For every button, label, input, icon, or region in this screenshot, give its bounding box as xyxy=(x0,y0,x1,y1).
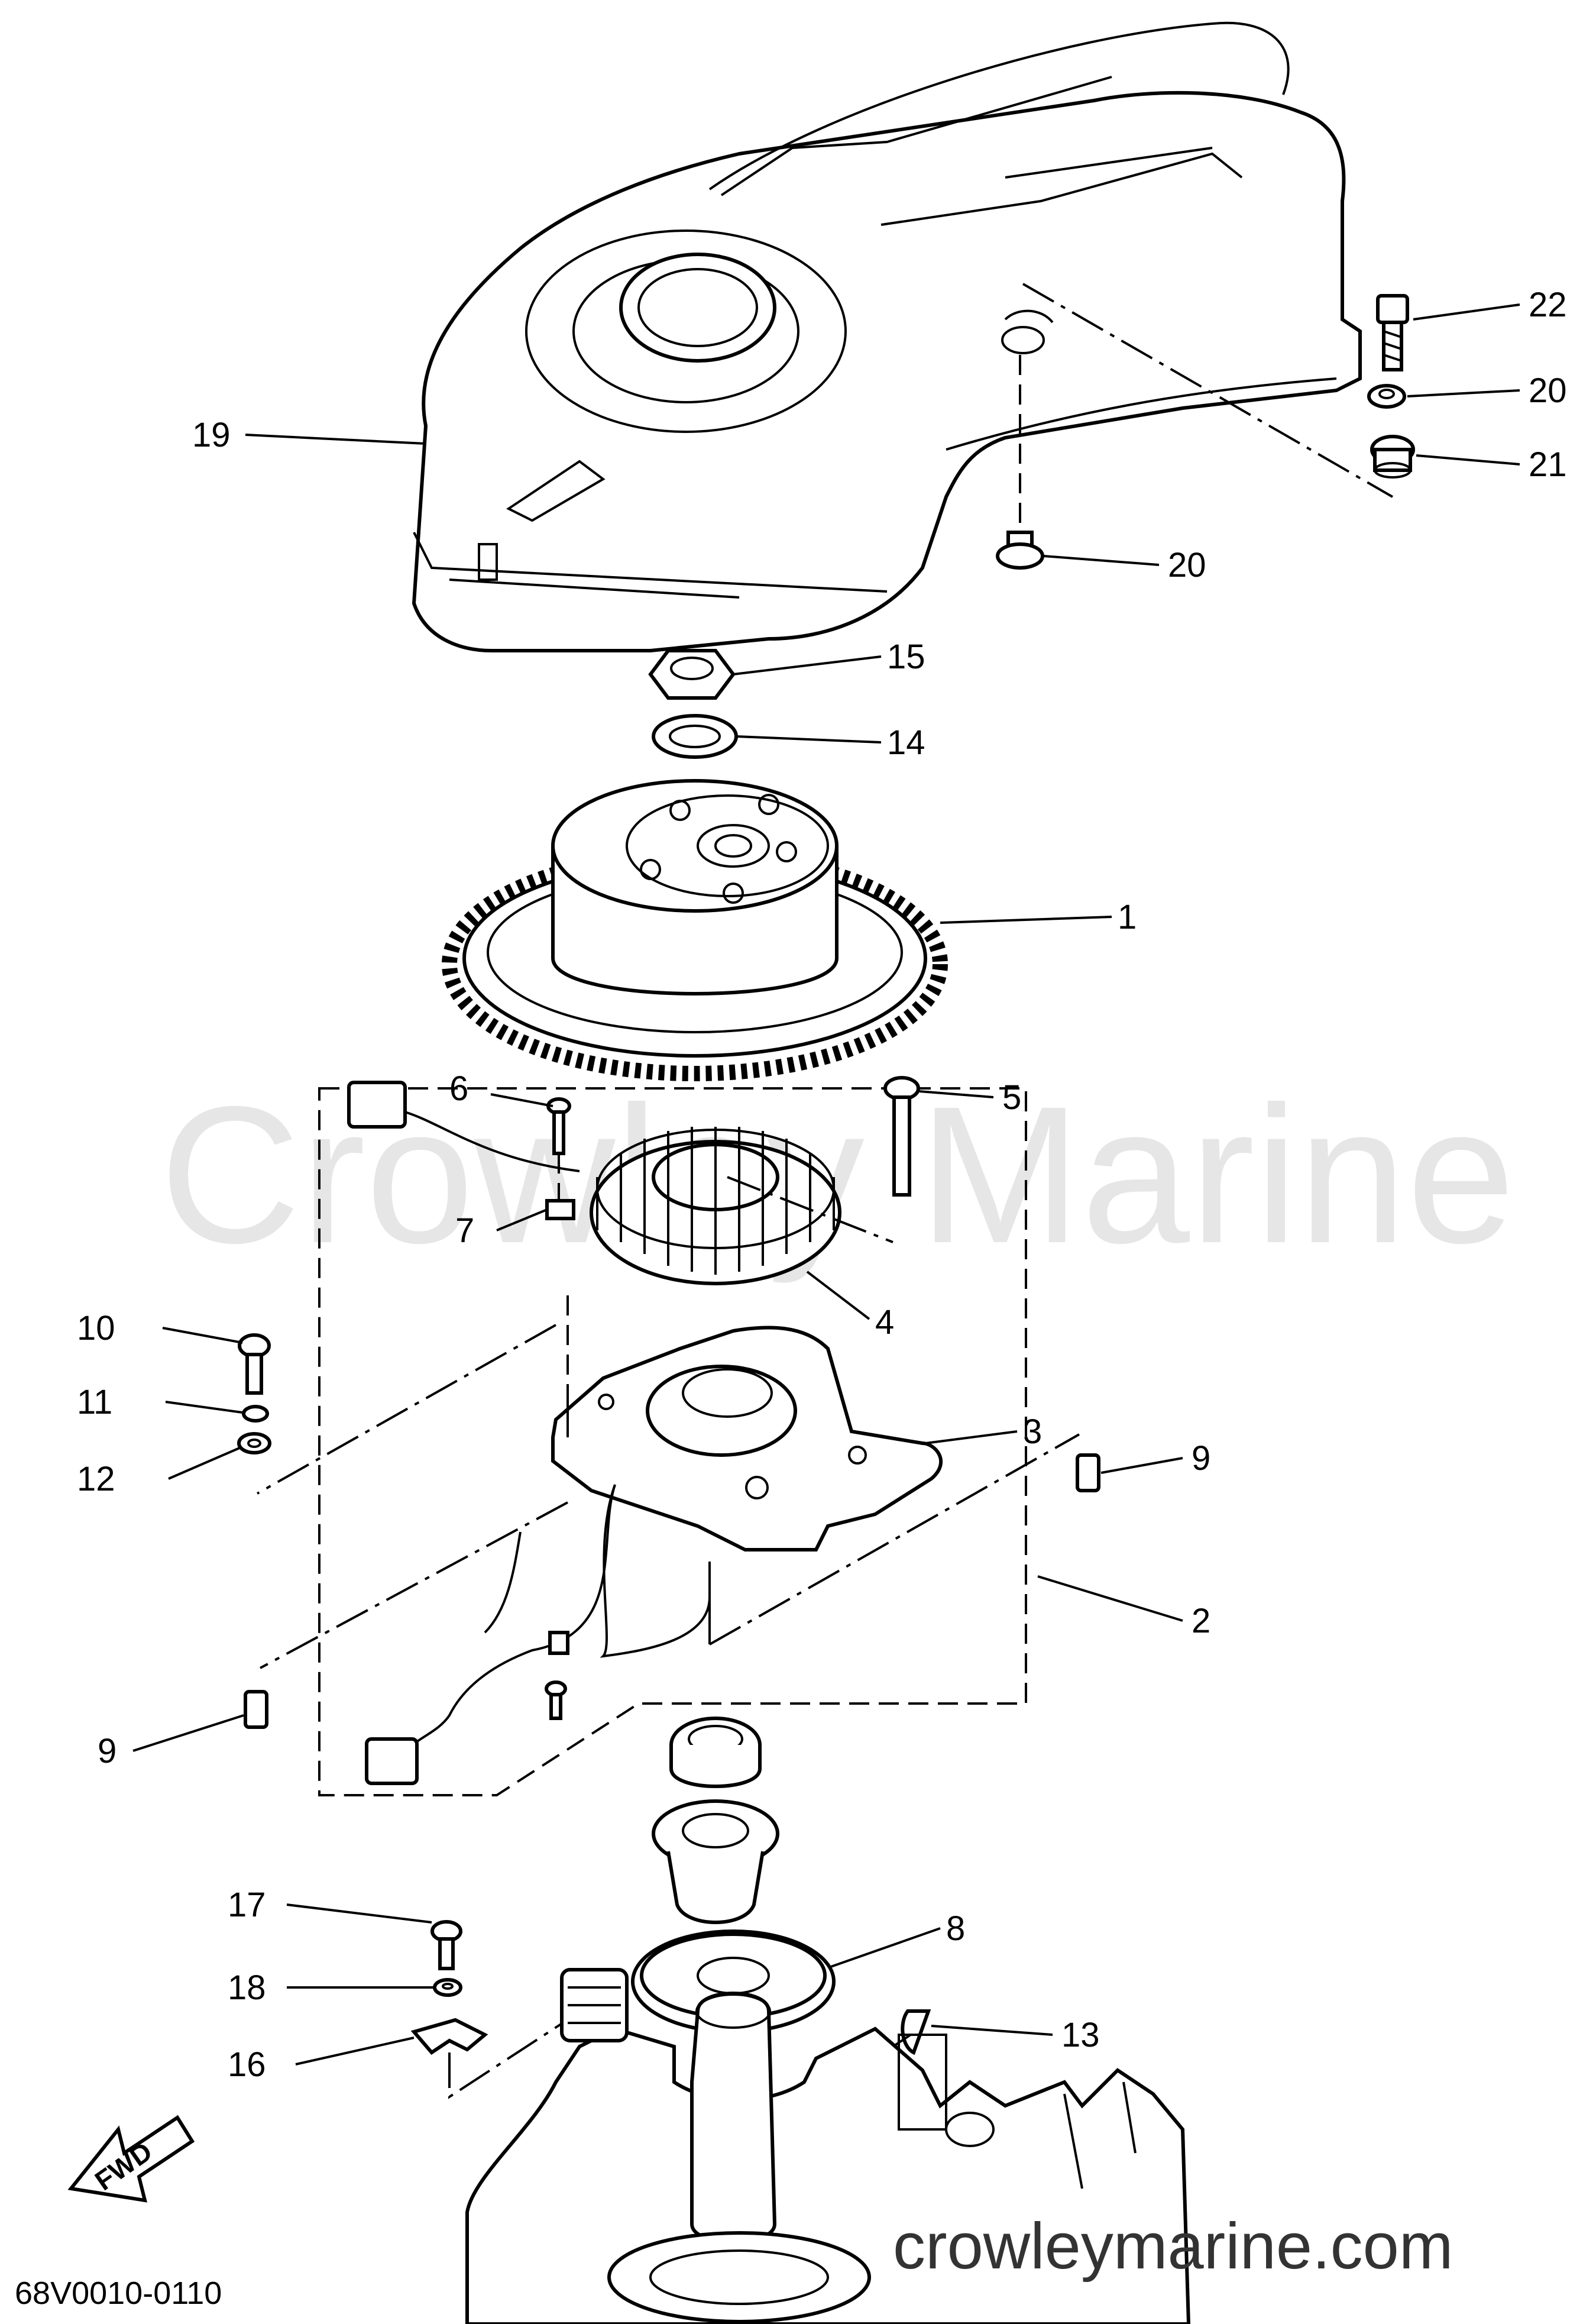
screw-17-part[interactable] xyxy=(430,1920,462,1970)
fwd-arrow-icon: FWD xyxy=(67,2115,195,2203)
callout-7[interactable]: 7 xyxy=(455,1211,474,1250)
callout-22[interactable]: 22 xyxy=(1529,286,1567,324)
callout-numbers: 22 20 21 19 20 15 14 1 6 5 7 4 10 11 3 9… xyxy=(77,286,1567,2084)
callout-14[interactable]: 14 xyxy=(887,723,925,762)
callout-18[interactable]: 18 xyxy=(228,1969,266,2007)
screw-5-part[interactable] xyxy=(883,1076,920,1197)
washer-12-part[interactable] xyxy=(237,1432,271,1454)
flywheel-cover-part[interactable] xyxy=(412,21,1362,652)
bolt-22-part[interactable] xyxy=(1376,294,1409,371)
connector-part[interactable] xyxy=(347,1081,580,1172)
washer-11-part[interactable] xyxy=(242,1405,269,1423)
leader-lines xyxy=(132,303,1520,2066)
grommet-21-part[interactable] xyxy=(1370,435,1415,479)
plate-8-part[interactable] xyxy=(631,1929,836,2034)
clamp-7-part[interactable] xyxy=(545,1199,575,1220)
callout-20[interactable]: 20 xyxy=(1168,546,1206,584)
plate-16-part[interactable] xyxy=(410,2018,488,2055)
callout-6[interactable]: 6 xyxy=(449,1069,468,1108)
callout-1[interactable]: 1 xyxy=(1118,898,1137,936)
woodruff-key-part[interactable] xyxy=(901,2009,931,2055)
washer-14-part[interactable] xyxy=(652,714,738,759)
callout-2[interactable]: 2 xyxy=(1192,1602,1210,1640)
dowel-9b-part[interactable] xyxy=(244,1690,268,1729)
dowel-9a-part[interactable] xyxy=(1076,1453,1100,1492)
callout-8[interactable]: 8 xyxy=(946,1909,965,1948)
crankcase-part[interactable] xyxy=(465,1968,1191,2324)
callout-9[interactable]: 9 xyxy=(1192,1439,1210,1478)
callout-13[interactable]: 13 xyxy=(1061,2016,1100,2054)
ring-nut-part[interactable] xyxy=(669,1717,762,1788)
collar-20-part[interactable] xyxy=(996,531,1044,570)
callout-3[interactable]: 3 xyxy=(1023,1412,1042,1451)
callout-12[interactable]: 12 xyxy=(77,1460,115,1498)
sleeve-part[interactable] xyxy=(652,1799,779,1924)
callout-11[interactable]: 11 xyxy=(77,1383,112,1421)
callout-4[interactable]: 4 xyxy=(875,1303,894,1342)
pulser-base-part[interactable] xyxy=(551,1326,943,1552)
callout-15[interactable]: 15 xyxy=(887,638,925,676)
callout-19[interactable]: 19 xyxy=(192,416,231,454)
callout-10[interactable]: 10 xyxy=(77,1309,115,1347)
callout-16[interactable]: 16 xyxy=(228,2045,266,2084)
washer-18-part[interactable] xyxy=(433,1978,462,1997)
callout-5[interactable]: 5 xyxy=(1002,1078,1021,1117)
assembly-2-frame xyxy=(318,1087,1027,1796)
nut-15-part[interactable] xyxy=(648,649,736,700)
callout-21[interactable]: 21 xyxy=(1529,445,1567,484)
diagram-code: 68V0010-0110 xyxy=(15,2275,222,2311)
callout-17[interactable]: 17 xyxy=(228,1886,266,1924)
wire-harness-part[interactable] xyxy=(365,1484,711,1785)
stator-coil-part[interactable] xyxy=(590,1127,841,1285)
callout-20[interactable]: 20 xyxy=(1529,371,1567,410)
washer-20-part[interactable] xyxy=(1367,384,1406,409)
site-watermark: crowleymarine.com xyxy=(893,2210,1453,2283)
callout-9[interactable]: 9 xyxy=(98,1732,116,1770)
screw-10-part[interactable] xyxy=(238,1333,271,1395)
flywheel-part[interactable] xyxy=(442,779,948,1081)
